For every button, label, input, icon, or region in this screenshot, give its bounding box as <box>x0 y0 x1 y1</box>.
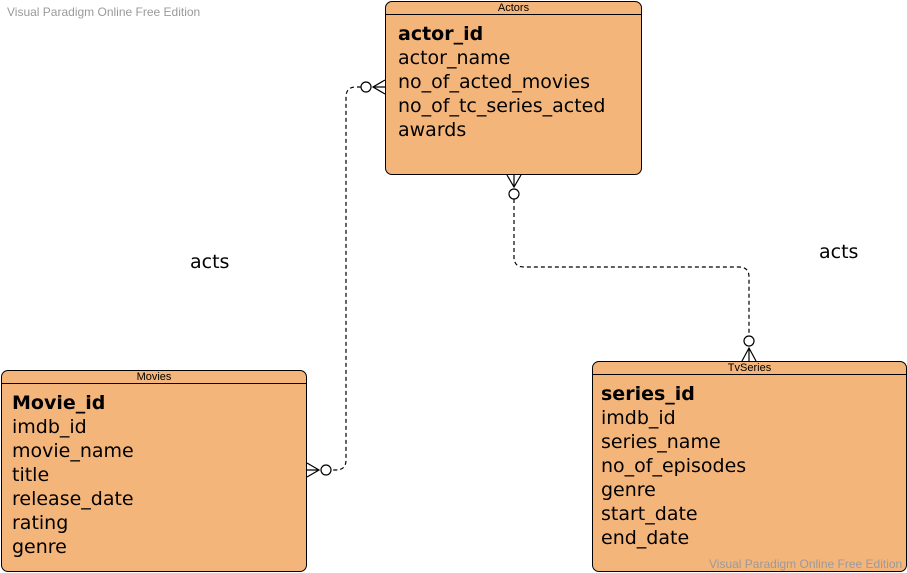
field-primary-key: series_id <box>601 383 695 405</box>
crowfoot-actors-bottom <box>506 174 522 189</box>
entity-title: Actors <box>386 2 641 15</box>
field: movie_name <box>12 440 134 462</box>
field: no_of_tc_series_acted <box>398 95 606 117</box>
connector-actors-movies[interactable] <box>306 79 386 478</box>
connector-line-actors-tvseries <box>513 199 750 336</box>
entity-tvseries[interactable]: TvSeries series_id imdb_id series_name n… <box>592 361 907 572</box>
entity-field-list: actor_id actor_name no_of_acted_movies n… <box>386 15 641 142</box>
crowfoot-actors-end <box>371 79 386 95</box>
relationship-label-actors-tvseries[interactable]: acts <box>819 241 859 263</box>
entity-actors[interactable]: Actors actor_id actor_name no_of_acted_m… <box>385 1 642 175</box>
field: end_date <box>601 527 690 549</box>
entity-movies[interactable]: Movies Movie_id imdb_id movie_name title… <box>1 370 307 572</box>
field: imdb_id <box>12 416 87 438</box>
crowfoot-tvseries-end <box>741 346 757 362</box>
field: title <box>12 464 50 486</box>
field: rating <box>12 512 69 534</box>
entity-field-list: series_id imdb_id series_name no_of_epis… <box>593 375 906 550</box>
field: release_date <box>12 488 134 510</box>
field-primary-key: Movie_id <box>12 392 106 414</box>
field: start_date <box>601 503 698 525</box>
entity-title: Movies <box>2 371 306 384</box>
field: no_of_acted_movies <box>398 71 591 93</box>
field: genre <box>601 479 656 501</box>
zero-marker-tvseries-end <box>743 335 755 347</box>
entity-field-list: Movie_id imdb_id movie_name title releas… <box>2 384 306 559</box>
relationship-label-actors-movies[interactable]: acts <box>190 251 230 273</box>
field: actor_name <box>398 47 511 69</box>
connector-actors-tvseries[interactable] <box>506 174 757 362</box>
zero-marker-actors-bottom <box>508 188 520 200</box>
watermark-top: Visual Paradigm Online Free Edition <box>7 5 201 19</box>
zero-marker-movies-end <box>320 464 332 476</box>
entity-title: TvSeries <box>593 362 906 375</box>
watermark-bottom: Visual Paradigm Online Free Edition <box>709 557 903 571</box>
field: series_name <box>601 431 721 453</box>
connector-line-actors-movies <box>331 86 361 471</box>
field: awards <box>398 119 467 141</box>
field-primary-key: actor_id <box>398 23 484 45</box>
field: no_of_episodes <box>601 455 747 477</box>
field: genre <box>12 536 67 558</box>
field: imdb_id <box>601 407 676 429</box>
zero-marker-actors-end <box>360 81 372 93</box>
crowfoot-movies-end <box>306 462 321 478</box>
